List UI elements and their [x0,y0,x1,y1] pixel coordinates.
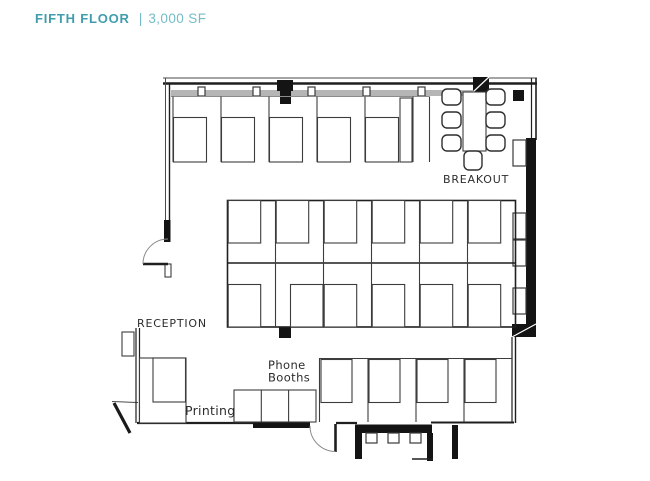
elevator-door [365,432,378,444]
chair [485,88,506,106]
chair [441,111,462,129]
printing-label: Printing [185,403,235,418]
top-wedge-hatch [472,76,490,93]
desk-surface [227,199,262,244]
chair [485,134,506,152]
breakout-table [462,91,487,152]
page-header: FIFTH FLOOR | 3,000 SF [35,10,206,26]
sill-mullion [417,86,426,97]
doors [142,238,337,452]
wall-corner-hatch [511,323,537,338]
bottom-desk-row [318,357,512,422]
core-top-wall [355,424,432,433]
top-desk-row [171,96,431,163]
chair [485,111,506,129]
desk-surface [368,358,401,404]
desk-surface [227,283,262,328]
phone-booth-block [233,389,317,423]
column [277,80,293,91]
end-cabinet [399,97,413,163]
header-separator: | [138,10,143,26]
desk-surface [323,199,358,244]
reception-area: RECEPTION Printing [121,317,235,424]
left-door-jamb [164,220,171,242]
chair [441,88,462,106]
column [513,90,524,101]
left-door-swing [142,238,169,265]
desk-surface [419,199,454,244]
center-desk-block [226,199,517,328]
desk-surface [464,358,497,404]
right-wall-thick [526,138,536,325]
sill-mullion [307,86,316,97]
breakout-area: BREAKOUT [441,88,509,186]
columns [277,80,524,338]
window-sill [171,76,490,97]
desk-surface [275,199,310,244]
column [279,327,291,338]
floor-title: FIFTH FLOOR [35,11,130,26]
desk-surface [467,283,502,328]
entry-door-swing [309,425,336,452]
floor-area: 3,000 SF [148,11,207,26]
reception-desk-surface [152,357,187,403]
sill-mullion [197,86,206,97]
left-door-stub [164,263,172,278]
building-core [355,424,458,461]
desk-surface [364,116,400,163]
core-left-wall [355,425,362,459]
core-inner-wall [427,433,433,461]
desk-surface [419,283,454,328]
phone-booths: Phone Booths [233,358,317,423]
reception-side-cabinet [121,331,135,357]
chair [463,150,483,171]
elevator-door [409,432,422,444]
angled-wall-tick [111,401,139,403]
sill-band [171,90,473,96]
chair [441,134,462,152]
breakout-label: BREAKOUT [443,173,509,186]
phone-booths-label-line1: Phone [268,358,306,372]
sill-mullion [362,86,371,97]
bottom-wall-thick [253,421,310,428]
desk-surface [323,283,358,328]
desk-surface [220,116,256,163]
desk-surface [467,199,502,244]
desk-surface [268,116,304,163]
desk-surface [172,116,208,163]
desk-surface [416,358,449,404]
right-window-mullion [512,139,527,167]
elevator-door [387,432,400,444]
sill-mullion [252,86,261,97]
phone-booths-label-line2: Booths [268,371,310,385]
desk-surface [289,283,324,328]
column [280,91,291,104]
core-right-wall [452,425,458,459]
desk-surface [371,199,406,244]
desk-surface [320,358,353,404]
reception-label: RECEPTION [137,317,207,330]
desk-surface [316,116,352,163]
desk-surface [371,283,406,328]
angled-wall [112,402,132,434]
